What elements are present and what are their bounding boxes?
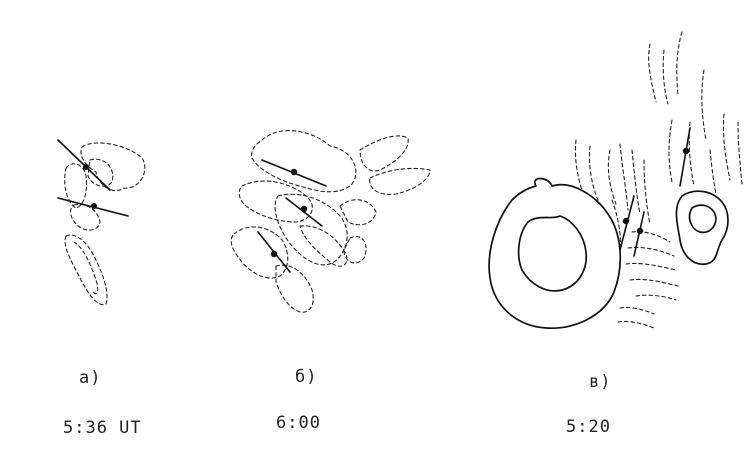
panel-c-fibril [618,321,654,328]
panel-c-marker-dot [683,148,689,154]
panel-b-dashed-contour [276,265,313,312]
panel-b-time: 6:00 [276,413,321,433]
panel-b-dashed-contour [252,131,356,192]
panel-c-label: в) [589,372,611,392]
panel-c-fibril [575,140,582,190]
panel-c-fibril-strands [575,32,742,328]
panel-c-fibril [608,150,616,204]
panel-c-fibril [632,150,640,214]
panel-b-label: б) [295,367,317,387]
panel-c-umbra-outline [519,216,587,291]
panel-a-marker-dot [91,203,97,209]
panel-c-small-spot-outline [676,191,728,264]
panel-c-neutral-line [680,128,690,186]
panel-c-fibril [620,307,654,314]
panel-c-fibril [649,44,656,102]
panel-b-dashed-contour [300,226,347,266]
panel-c-fibril [677,32,682,96]
panel-b-dashed-contour [275,194,347,265]
panel-c-fibril [723,114,730,180]
panel-a-marker-dot [83,164,89,170]
panel-c-fibril [636,295,676,300]
panel-b-dashed-contour [340,200,376,225]
panel-c-sketch [489,32,742,328]
panel-c-fibril [669,120,672,182]
panel-a-dashed-contour [65,235,107,305]
panel-c-marker-dot [623,218,629,224]
panel-c-fibril [626,263,676,270]
panel-c-marker-dot [637,228,643,234]
panel-c-fibril [702,70,706,140]
panel-a-sketch [58,140,145,305]
panel-c-time: 5:20 [566,417,611,437]
panel-c-fibril [663,50,668,104]
panel-b-sketch [231,131,430,313]
panel-c-fibril [589,146,598,200]
panel-a-label: а) [79,368,101,388]
panel-b-marker-dot [301,206,307,212]
panel-c-small-spot-umbra [690,205,716,232]
panel-c-fibril [738,122,742,184]
panel-b-dashed-contour [370,168,430,194]
panel-b-marker-dot [271,251,277,257]
panel-a-time: 5:36 UT [63,418,142,438]
panel-c-fibril [710,150,716,194]
panel-b-dashed-contour [360,136,408,171]
panel-b-marker-dot [291,169,297,175]
panel-c-penumbra-outline [489,179,620,329]
panel-c-fibril [644,160,650,224]
panel-c-fibril [620,144,628,210]
panel-a-dashed-contour [81,143,145,191]
panel-c-fibril [630,279,678,286]
panel-a-dashed-contour [74,242,98,294]
